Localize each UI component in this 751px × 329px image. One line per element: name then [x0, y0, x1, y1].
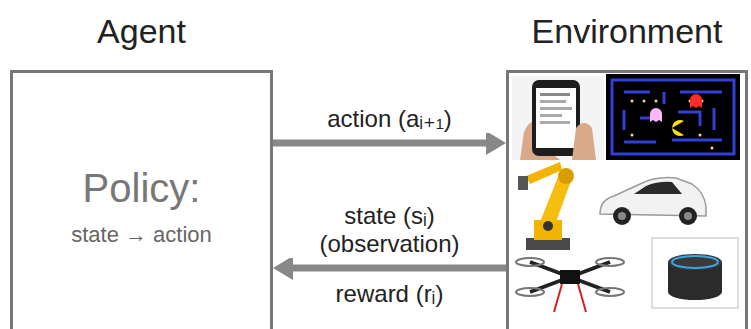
box-heading: Environment: [469, 11, 751, 51]
phone-picture-part: [536, 88, 576, 148]
pacman-picture-part-part: [612, 80, 734, 154]
box-heading: Agent: [0, 11, 310, 51]
phone-picture-part: [540, 100, 566, 103]
phone-picture-part: [540, 107, 572, 110]
drone-picture-part: [516, 258, 624, 296]
drone-picture-part-part: [596, 288, 624, 296]
policy-title: Policy:: [13, 165, 270, 211]
drone-picture-part-part: [516, 258, 544, 266]
car-picture-part: [634, 182, 682, 194]
pacman-picture-part: [606, 74, 740, 160]
drone-picture-part: [560, 270, 580, 284]
pacman-picture-part: [672, 120, 684, 136]
drone-picture-part-part: [530, 262, 610, 292]
edge-label: state (sᵢ) (observation): [283, 202, 497, 258]
pacman-picture-part-part: [631, 100, 634, 103]
robot-arm-picture-part: [518, 176, 528, 190]
pacman-picture-part: [650, 108, 662, 122]
smart-speaker-picture-part: [668, 254, 722, 270]
drone-picture-part: [530, 262, 610, 292]
car-picture-part: [679, 207, 697, 225]
smart-speaker-picture: [652, 238, 738, 308]
policy-body: state → action: [13, 221, 270, 249]
robot-arm-picture: [518, 162, 574, 250]
pacman-picture-part-part: [624, 92, 722, 142]
phone-picture-part: [532, 80, 580, 156]
drone-picture-part-part: [578, 284, 586, 312]
edge-label: action (aᵢ₊₁): [283, 105, 497, 133]
car-picture-part: [613, 207, 631, 225]
agent-box: AgentPolicy:state → action: [10, 70, 273, 329]
car-picture: [600, 178, 706, 225]
pacman-picture-part-part: [631, 134, 634, 137]
arrow-head: [273, 256, 293, 280]
flow-arrow: [273, 256, 506, 280]
phone-picture-part: [572, 123, 596, 160]
robot-arm-picture-part: [534, 220, 562, 240]
robot-arm-picture-part: [526, 162, 562, 184]
robot-arm-picture-part: [543, 221, 553, 231]
pacman-picture-part: [690, 94, 702, 108]
drone-picture-part-part: [530, 262, 610, 292]
smart-speaker-picture-part: [672, 256, 718, 268]
pacman-picture-part-part: [643, 100, 646, 103]
pacman-picture-part: [612, 80, 734, 154]
drone-picture-part-part: [516, 288, 544, 296]
car-picture-part: [684, 212, 692, 220]
smart-speaker-picture-part: [652, 238, 738, 308]
arrow-shaft: [291, 265, 506, 272]
phone-picture-part: [512, 76, 604, 160]
drone-picture: [516, 258, 624, 312]
pacman-picture-part-part: [655, 100, 658, 103]
pacman-picture-part-part: [699, 134, 702, 137]
pacman-picture: [606, 74, 740, 160]
phone-picture-part: [540, 114, 562, 117]
environment-box: Environment: [506, 70, 748, 329]
drone-picture-part-part: [554, 284, 562, 312]
phone-picture-part: [540, 121, 570, 124]
pacman-picture-part-part: [711, 147, 714, 150]
car-picture-part: [618, 212, 626, 220]
flow-arrow: [273, 131, 506, 155]
phone-picture: [512, 76, 604, 160]
reward-label: reward (rᵢ): [283, 280, 497, 308]
arrow-head: [486, 131, 506, 155]
drone-picture-part-part: [596, 258, 624, 266]
phone-picture-part: [540, 93, 570, 96]
drone-picture-part: [554, 284, 586, 312]
arrow-shaft: [273, 140, 488, 147]
